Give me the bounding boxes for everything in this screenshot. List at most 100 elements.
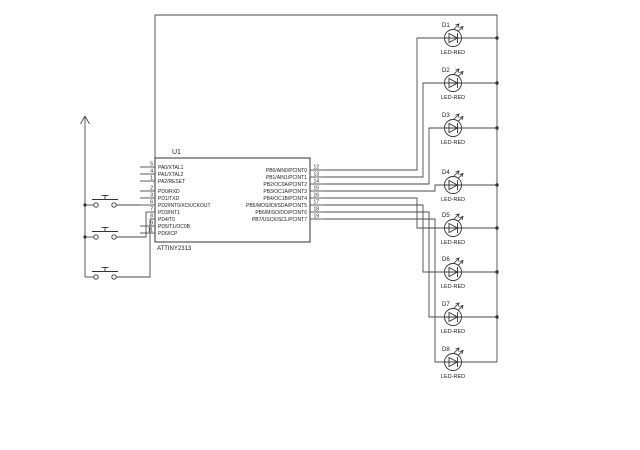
pin-number: 11: [148, 228, 153, 234]
switch-terminal: [93, 202, 99, 208]
emission-arrow-icon: [455, 170, 460, 175]
led-net-wire: [325, 37, 445, 171]
emission-arrow-icon: [453, 302, 460, 309]
pin-label: PD1/TXD: [158, 196, 180, 202]
emission-arrow-icon: [453, 23, 460, 30]
led-value-label: LED-RED: [441, 50, 465, 56]
pin-label: PD5/T1/OC0B: [158, 224, 191, 230]
pin-label: PB5/MOSI/DI/SDA/PCINT5: [246, 203, 307, 209]
switch-net-wire: [116, 219, 151, 278]
pin-label: PD6/ICP: [158, 231, 178, 237]
pin-number: 8: [150, 214, 153, 220]
led-net-wire: [325, 218, 445, 363]
pin-label: PD0/RXD: [158, 189, 180, 195]
led-net-wire: [325, 127, 445, 185]
diode-anode-triangle: [448, 32, 459, 44]
emission-arrow-icon: [459, 70, 464, 76]
ic-body[interactable]: [154, 157, 311, 243]
pin-number: 12: [314, 165, 320, 171]
emission-arrow-icon: [459, 304, 464, 310]
emission-arrow-icon: [459, 259, 464, 265]
diode-anode-triangle: [448, 122, 459, 134]
emission-arrow-icon: [459, 25, 464, 31]
led-value-label: LED-RED: [441, 197, 465, 203]
pin-label: PB6/MISO/DO/PCINT6: [255, 210, 307, 216]
led-value-label: LED-RED: [441, 240, 465, 246]
pin-label: PD3/INT1: [158, 210, 180, 216]
led-ref-label: D5: [442, 213, 450, 219]
pin-label: PA0/XTAL1: [158, 165, 184, 171]
ic-part-label: ATTINY2313: [157, 246, 192, 252]
led-ref-label: D8: [442, 347, 450, 353]
led-value-label: LED-RED: [441, 284, 465, 290]
emission-arrow-icon: [453, 257, 460, 264]
pin-number: 15: [314, 186, 320, 192]
emission-arrow-icon: [457, 350, 464, 356]
junction-dot: [495, 226, 499, 230]
emission-arrow-icon: [459, 172, 464, 178]
junction-dot: [495, 315, 499, 319]
pin-label: PB4/OC1B/PCINT4: [263, 196, 307, 202]
emission-arrow-icon: [453, 213, 460, 220]
push-button-2[interactable]: [92, 227, 118, 240]
diode-anode-triangle: [448, 356, 459, 368]
push-button-3[interactable]: [92, 267, 118, 280]
push-button-1[interactable]: [92, 195, 118, 208]
emission-arrow-icon: [453, 113, 460, 120]
emission-arrow-icon: [453, 170, 460, 177]
switch-net-wire: [116, 212, 147, 238]
led-value-label: LED-RED: [441, 329, 465, 335]
led-value-label: LED-RED: [441, 140, 465, 146]
emission-arrow-icon: [457, 173, 464, 179]
emission-arrow-icon: [459, 349, 464, 355]
pin-number: 16: [314, 193, 320, 199]
diode-anode-triangle: [448, 311, 459, 323]
pin-number: 2: [150, 186, 153, 192]
pin-number: 4: [150, 169, 153, 175]
emission-arrow-icon: [455, 23, 460, 28]
emission-arrow-icon: [457, 116, 464, 122]
pin-label: PB0/AIN0/PCINT0: [266, 168, 307, 174]
switch-terminal: [93, 234, 99, 240]
led-ref-label: D2: [442, 68, 450, 74]
led-value-label: LED-RED: [441, 374, 465, 380]
led-ref-label: D4: [442, 170, 450, 176]
led-net-wire: [325, 204, 445, 273]
pin-number: 7: [150, 207, 153, 213]
switch-terminal: [111, 274, 117, 280]
led-ref-label: D1: [442, 23, 450, 29]
led-net-wire: [325, 82, 445, 178]
pin-number: 6: [150, 200, 153, 206]
power-arrow-icon: [80, 115, 86, 125]
switch-terminal: [111, 234, 117, 240]
emission-arrow-icon: [457, 216, 464, 222]
switch-terminal: [93, 274, 99, 280]
emission-arrow-icon: [455, 113, 460, 118]
pin-number: 9: [150, 221, 153, 227]
emission-arrow-icon: [455, 257, 460, 262]
pin-number: 17: [314, 200, 320, 206]
emission-arrow-icon: [455, 213, 460, 218]
emission-arrow-icon: [455, 302, 460, 307]
led-ref-label: D6: [442, 257, 450, 263]
pin-label: PD4/T0: [158, 217, 175, 223]
emission-arrow-icon: [453, 347, 460, 354]
diode-anode-triangle: [448, 77, 459, 89]
pin-label: PA1/XTAL2: [158, 172, 184, 178]
pin-number: 19: [314, 214, 320, 220]
emission-arrow-icon: [457, 260, 464, 266]
diode-anode-triangle: [448, 222, 459, 234]
ic-ref-label: U1: [172, 149, 181, 156]
emission-arrow-icon: [457, 26, 464, 32]
pin-label: PB1/AIN1/PCINT1: [266, 175, 307, 181]
power-arrow-icon: [84, 115, 90, 125]
